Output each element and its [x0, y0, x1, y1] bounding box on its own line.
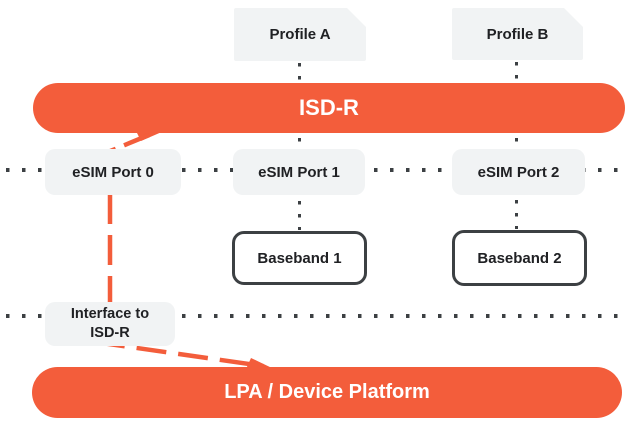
isdr-bar: ISD-R	[33, 83, 625, 133]
dotted-line-interface-row	[6, 314, 624, 318]
esim-port-0-node: eSIM Port 0	[45, 149, 181, 195]
lpa-device-platform-bar: LPA / Device Platform	[32, 367, 622, 418]
dotted-connector-isdr-port-2	[514, 138, 518, 146]
dotted-connector-profile-a-isdr	[297, 63, 301, 81]
dotted-connector-port-1-baseband-1	[297, 201, 301, 230]
profile-b-node: Profile B	[452, 8, 583, 60]
profile-a-node: Profile A	[234, 8, 366, 61]
baseband-1-node: Baseband 1	[232, 231, 367, 285]
esim-port-2-node: eSIM Port 2	[452, 149, 585, 195]
interface-to-isdr-node: Interface to ISD-R	[45, 302, 175, 346]
dotted-connector-port-2-baseband-2	[514, 200, 518, 229]
baseband-2-node: Baseband 2	[452, 230, 587, 286]
esim-port-1-node: eSIM Port 1	[233, 149, 365, 195]
dotted-connector-profile-b-isdr	[514, 62, 518, 81]
dotted-connector-isdr-port-1	[297, 138, 301, 146]
